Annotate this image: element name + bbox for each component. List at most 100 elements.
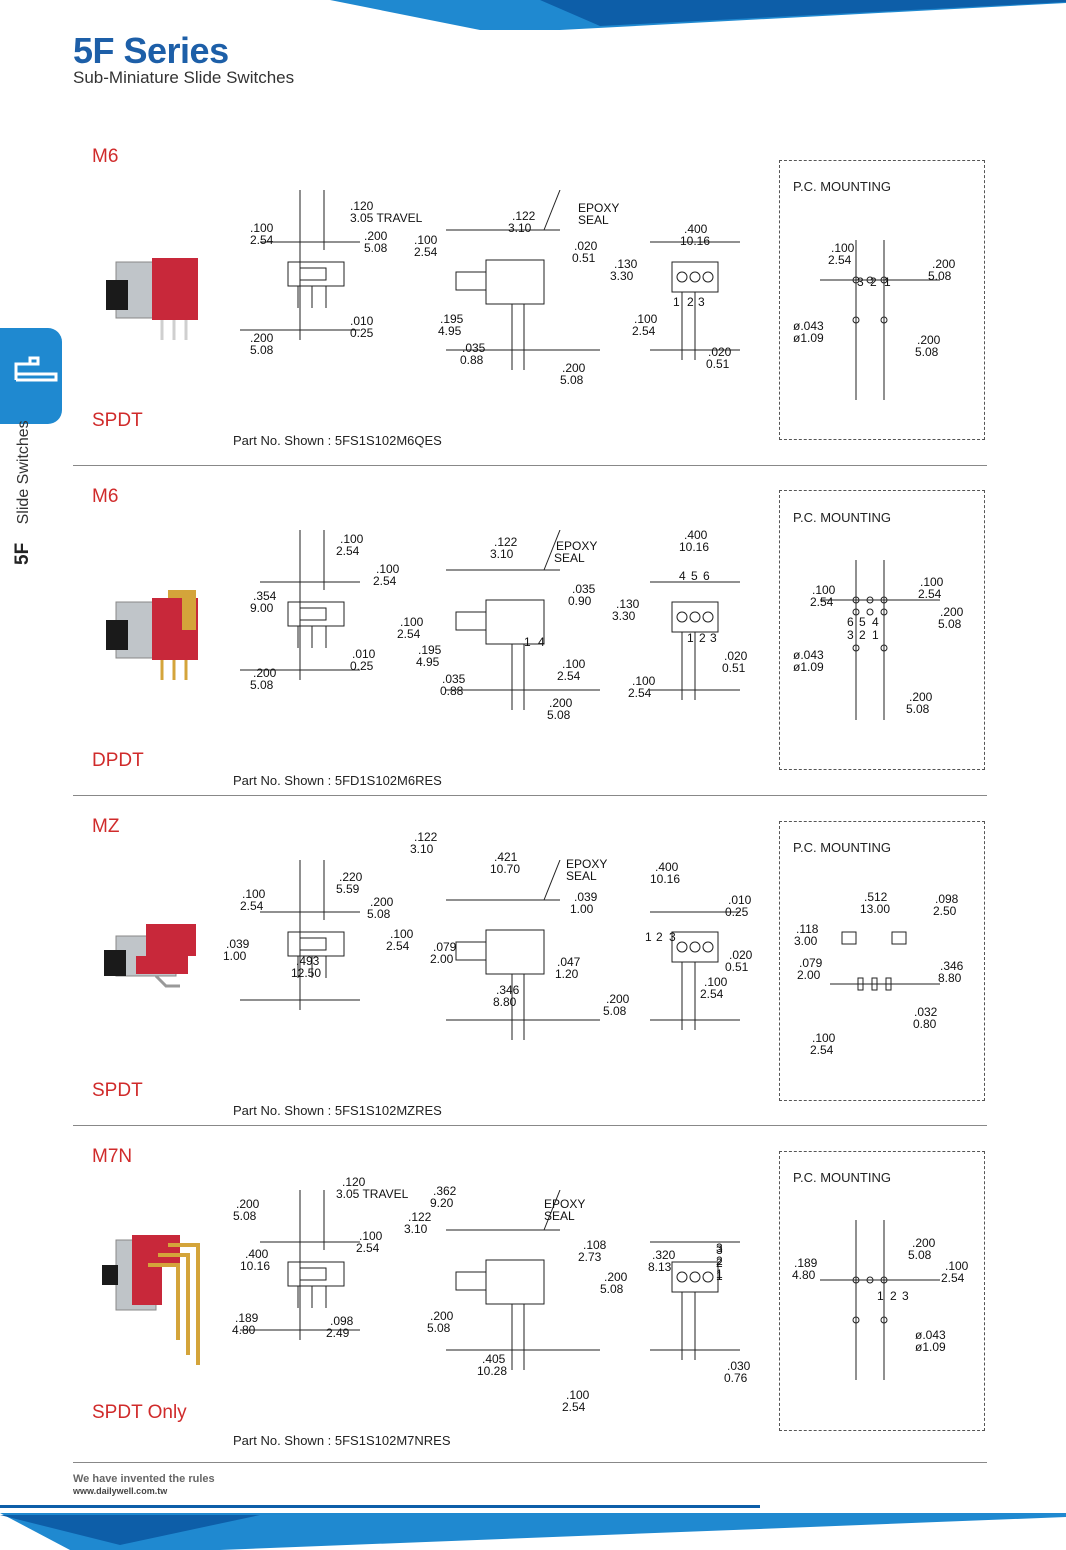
pcm-dimension-label: 2 <box>870 275 877 289</box>
dimension-label: .100 <box>340 532 364 546</box>
dimension-label: 1 <box>716 1267 723 1281</box>
dimension-label: 2.54 <box>557 669 581 683</box>
pc-mounting-title: P.C. MOUNTING <box>793 510 891 525</box>
dimension-label: 0.51 <box>706 357 730 371</box>
dimension-label: .122 <box>414 830 438 844</box>
dimension-label: .020 <box>708 345 732 359</box>
dimension-label: 4 <box>538 635 545 649</box>
dimension-label: .020 <box>724 649 748 663</box>
dimension-label: 10.16 <box>650 872 681 886</box>
pc-mounting-box <box>779 490 985 770</box>
dimension-label: 2 <box>716 1256 723 1270</box>
dimension-label: 0.51 <box>725 960 749 974</box>
dimension-label: 3 <box>698 295 705 309</box>
dimension-label: 8.13 <box>648 1260 672 1274</box>
dimension-label: 2.73 <box>578 1250 602 1264</box>
dimension-label: .098 <box>330 1314 354 1328</box>
dimension-label: .100 <box>400 615 424 629</box>
dimension-drawing <box>240 190 740 370</box>
pcm-dimension-label: .100 <box>812 583 836 597</box>
dimension-label: 9.20 <box>430 1196 454 1210</box>
dimension-label: 10.16 <box>679 540 710 554</box>
dimension-label: .200 <box>370 895 394 909</box>
dimension-label: 10.28 <box>477 1364 508 1378</box>
dimension-label: 0.51 <box>722 661 746 675</box>
dimension-label: .122 <box>494 535 518 549</box>
dimension-label: .362 <box>433 1184 457 1198</box>
dimension-label: EPOXY <box>566 857 608 871</box>
dimension-label: 1 <box>524 635 531 649</box>
pcm-dimension-label: ø1.09 <box>793 331 824 345</box>
dimension-label: .035 <box>442 672 466 686</box>
dimension-label: .020 <box>729 948 753 962</box>
dimension-label: .200 <box>606 992 630 1006</box>
dimension-label: 3.10 <box>410 842 434 856</box>
dimension-label: 1 <box>687 631 694 645</box>
dimension-label: EPOXY <box>578 201 620 215</box>
pc-mounting-title: P.C. MOUNTING <box>793 840 891 855</box>
pcm-dimension-label: 2.00 <box>797 968 821 982</box>
pcm-dimension-label: 1 <box>872 628 879 642</box>
pcm-dimension-label: 3.00 <box>794 934 818 948</box>
dimension-label: 5.08 <box>603 1004 627 1018</box>
dimension-label: .010 <box>350 314 374 328</box>
pcm-dimension-label: 4 <box>872 615 879 629</box>
pc-mounting-diagram <box>820 1220 940 1380</box>
dimension-label: 9.00 <box>250 601 274 615</box>
pcm-dimension-label: 5.08 <box>915 345 939 359</box>
dimension-label: .100 <box>632 674 656 688</box>
pcm-dimension-label: .346 <box>940 959 964 973</box>
pcm-dimension-label: 5.08 <box>938 617 962 631</box>
model-label: M7N <box>92 1146 133 1167</box>
dimension-label: 2 <box>687 295 694 309</box>
config-label: SPDT Only <box>92 1402 187 1423</box>
pcm-dimension-label: 13.00 <box>860 902 891 916</box>
footer-url[interactable]: www.dailywell.com.tw <box>73 1486 168 1496</box>
dimension-label: .100 <box>250 221 274 235</box>
dimension-label: 5.08 <box>250 343 274 357</box>
dimension-label: 0.25 <box>350 659 374 673</box>
pcm-dimension-label: 2.50 <box>933 904 957 918</box>
pc-mounting-diagram <box>830 931 940 991</box>
part-number: Part No. Shown : 5FD1S102M6RES <box>233 773 442 788</box>
section-divider <box>73 465 987 466</box>
pcm-dimension-label: 2.54 <box>918 587 942 601</box>
dimension-label: 2.49 <box>326 1326 350 1340</box>
model-label: MZ <box>92 816 120 837</box>
dimension-label: 0.88 <box>460 353 484 367</box>
pcm-dimension-label: 8.80 <box>938 971 962 985</box>
pcm-dimension-label: .200 <box>912 1236 936 1250</box>
pcm-dimension-label: .118 <box>796 922 819 936</box>
dimension-label: 0.88 <box>440 684 464 698</box>
pcm-dimension-label: 1 <box>877 1289 884 1303</box>
part-number: Part No. Shown : 5FS1S102MZRES <box>233 1103 442 1118</box>
dimension-label: 2.54 <box>373 574 397 588</box>
dimension-label: .400 <box>245 1247 269 1261</box>
dimension-label: .200 <box>430 1309 454 1323</box>
pcm-dimension-label: 0.80 <box>913 1017 937 1031</box>
dimension-label: 5.08 <box>364 241 388 255</box>
dimension-label: .100 <box>390 927 414 941</box>
dimension-label: .200 <box>364 229 388 243</box>
dimension-label: .200 <box>604 1270 628 1284</box>
dimension-label: 2.54 <box>628 686 652 700</box>
pcm-dimension-label: 4.80 <box>792 1268 816 1282</box>
dimension-label: .200 <box>253 666 277 680</box>
dimension-label: 3 <box>716 1241 723 1255</box>
pcm-dimension-label: ø1.09 <box>793 660 824 674</box>
dimension-label: .039 <box>226 937 250 951</box>
dimension-label: 1.00 <box>570 902 594 916</box>
dimension-label: 2.54 <box>356 1241 380 1255</box>
dimension-label: .400 <box>684 528 708 542</box>
dimension-label: 0.51 <box>572 251 596 265</box>
page-subtitle: Sub-Miniature Slide Switches <box>73 68 295 87</box>
dimension-label: 3.10 <box>508 221 532 235</box>
product-photo <box>104 924 196 988</box>
dimension-label: 2.54 <box>562 1400 586 1414</box>
pcm-dimension-label: 2 <box>859 628 866 642</box>
dimension-label: .035 <box>462 341 486 355</box>
pcm-dimension-label: ø.043 <box>793 319 824 333</box>
pcm-dimension-label: .098 <box>935 892 959 906</box>
dimension-label: .120 <box>342 1175 366 1189</box>
